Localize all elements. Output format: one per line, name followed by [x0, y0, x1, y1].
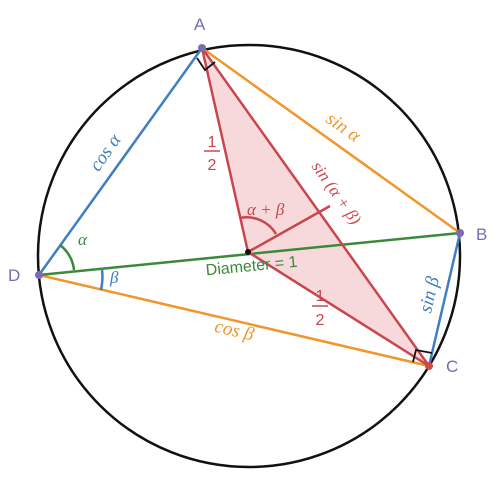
label-beta: β	[109, 268, 119, 287]
fraction-half-top: 1 2	[204, 134, 220, 174]
unit-circle	[36, 43, 462, 469]
center-point	[245, 249, 251, 255]
label-b: B	[476, 225, 487, 244]
label-alpha-plus-beta: α + β	[247, 200, 285, 219]
label-c: C	[446, 357, 458, 376]
fraction-half-top-numerator: 1	[208, 134, 217, 151]
radius-to-c	[247, 250, 430, 368]
label-d: D	[8, 266, 20, 285]
side-da	[37, 47, 204, 276]
vertex-a	[198, 44, 206, 52]
vertex-b	[456, 229, 464, 237]
side-dc	[38, 273, 430, 368]
label-alpha: α	[78, 230, 88, 249]
side-bc	[427, 232, 462, 367]
right-angle-marker-a	[196, 57, 216, 72]
fraction-half-right-numerator: 1	[316, 288, 325, 305]
fraction-half-right: 1 2	[312, 288, 328, 329]
chord-ac	[200, 47, 431, 367]
altitude-line	[247, 204, 331, 254]
label-sin-alpha: sin α	[322, 108, 365, 147]
label-sin-beta: sin β	[415, 274, 444, 315]
vertex-d	[35, 271, 43, 279]
vertex-c	[425, 362, 433, 370]
fraction-half-right-denominator: 2	[316, 312, 325, 329]
side-ab	[201, 46, 461, 235]
label-cos-alpha: cos α	[85, 130, 126, 176]
right-angle-marker-c	[412, 348, 433, 363]
angle-arc-alpha	[59, 244, 76, 271]
angle-arc-alpha-plus-beta	[239, 216, 278, 235]
label-cos-beta: cos β	[213, 316, 257, 345]
fraction-half-top-denominator: 2	[208, 157, 217, 174]
angle-arc-beta	[99, 268, 104, 291]
label-a: A	[194, 15, 206, 34]
